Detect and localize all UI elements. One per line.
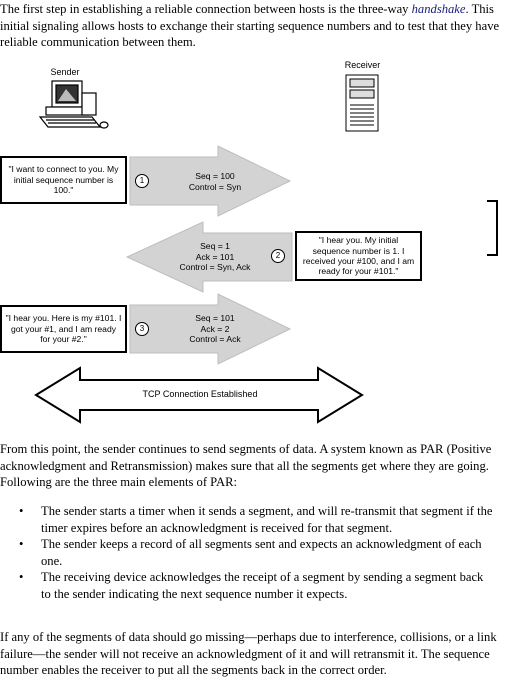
step-3-control: Control = Ack: [189, 334, 241, 344]
handshake-term: handshake: [411, 2, 466, 16]
step-3-arrow-label: Seq = 101 Ack = 2 Control = Ack: [160, 313, 270, 345]
three-way-handshake-diagram: Sender Receiver: [0, 55, 507, 435]
list-item: The sender keeps a record of all segment…: [0, 536, 507, 569]
par-elements-list: The sender starts a timer when it sends …: [0, 503, 507, 602]
connection-established-arrow: [34, 366, 364, 424]
step-1-message: "I want to connect to you. My initial se…: [0, 156, 127, 204]
syn-arrow: [129, 145, 292, 217]
step-2-control: Control = Syn, Ack: [179, 262, 251, 272]
par-intro-paragraph: From this point, the sender continues to…: [0, 442, 492, 489]
receiver-label: Receiver: [344, 60, 381, 70]
step-2-number: 2: [271, 249, 285, 263]
ack-arrow: [129, 293, 292, 365]
closing-paragraph: If any of the segments of data should go…: [0, 630, 497, 677]
list-item: The receiving device acknowledges the re…: [0, 569, 507, 602]
connection-established-label: TCP Connection Established: [142, 389, 258, 399]
right-bracket: [487, 200, 498, 256]
step-2-seq: Seq = 1: [200, 241, 230, 251]
step-3-number: 3: [135, 322, 149, 336]
step-2-ack: Ack = 101: [195, 251, 235, 262]
sender-label: Sender: [50, 67, 80, 77]
intro-paragraph: The first step in establishing a reliabl…: [0, 1, 500, 51]
step-2-message: "I hear you. My initial sequence number …: [295, 231, 422, 281]
syn-ack-arrow: [125, 221, 293, 293]
step-2-arrow-label: Seq = 1 Ack = 101 Control = Syn, Ack: [160, 241, 270, 273]
intro-text: The first step in establishing a reliabl…: [0, 2, 412, 16]
step-1-number: 1: [135, 174, 149, 188]
list-item: The sender starts a timer when it sends …: [0, 503, 507, 536]
step-3-message: "I hear you. Here is my #101. I got your…: [0, 305, 127, 353]
intro-text-continued: . This initial signaling allows hosts to…: [0, 2, 500, 49]
step-1-seq: Seq = 100: [195, 171, 235, 181]
diagram-graphics: [34, 74, 498, 424]
step-1-arrow-label: Seq = 100 Control = Syn: [160, 171, 270, 192]
step-3-ack: Ack = 2: [200, 323, 230, 334]
receiver-server-icon: [345, 74, 379, 132]
step-3-seq: Seq = 101: [195, 313, 235, 323]
sender-computer-icon: [38, 80, 109, 129]
step-1-control: Control = Syn: [188, 181, 242, 192]
